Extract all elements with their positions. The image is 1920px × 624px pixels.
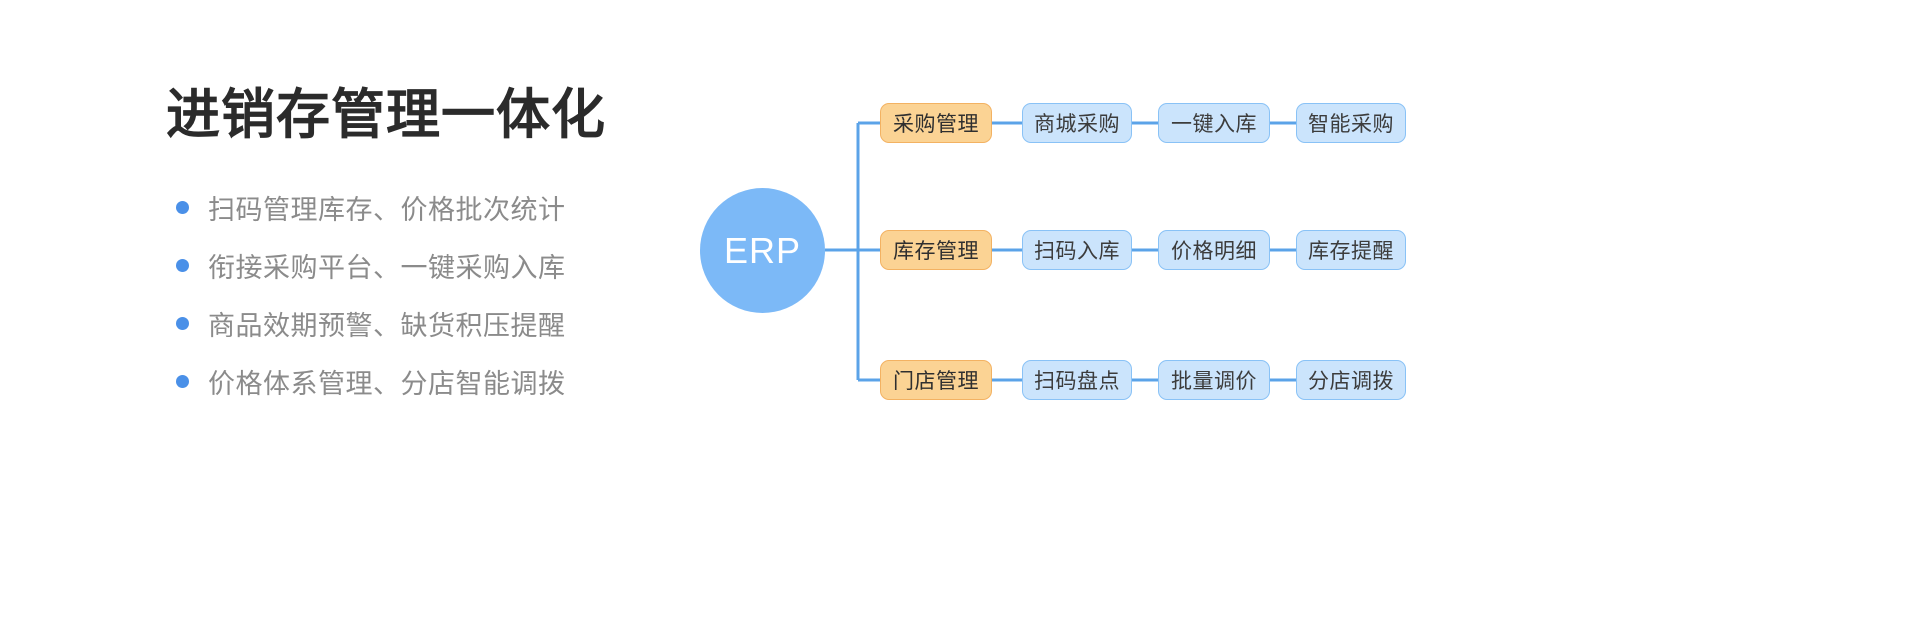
feature-text: 商品效期预警、缺货积压提醒: [208, 310, 566, 341]
leaf-node-one-click-stock-in[interactable]: 一键入库: [1158, 103, 1270, 143]
branch-node-store[interactable]: 门店管理: [880, 360, 992, 400]
list-item: 扫码管理库存、价格批次统计: [176, 178, 736, 236]
bullet-icon: [176, 200, 189, 214]
feature-text: 扫码管理库存、价格批次统计: [208, 194, 566, 225]
bullet-icon: [176, 258, 189, 272]
leaf-node-bulk-price-change[interactable]: 批量调价: [1158, 360, 1270, 400]
leaf-node-mall-purchase[interactable]: 商城采购: [1022, 103, 1132, 143]
feature-text: 价格体系管理、分店智能调拨: [208, 368, 566, 399]
list-item: 商品效期预警、缺货积压提醒: [176, 294, 736, 352]
leaf-node-branch-transfer[interactable]: 分店调拨: [1296, 360, 1406, 400]
feature-list: 扫码管理库存、价格批次统计 衔接采购平台、一键采购入库 商品效期预警、缺货积压提…: [176, 178, 736, 410]
branch-node-purchasing[interactable]: 采购管理: [880, 103, 992, 143]
bullet-icon: [176, 374, 189, 388]
leaf-node-smart-purchase[interactable]: 智能采购: [1296, 103, 1406, 143]
leaf-node-scan-stock-in[interactable]: 扫码入库: [1022, 230, 1132, 270]
leaf-node-scan-stocktake[interactable]: 扫码盘点: [1022, 360, 1132, 400]
connector-lines: [825, 121, 1298, 382]
bullet-icon: [176, 316, 189, 330]
leaf-node-price-detail[interactable]: 价格明细: [1158, 230, 1270, 270]
list-item: 价格体系管理、分店智能调拨: [176, 352, 736, 410]
list-item: 衔接采购平台、一键采购入库: [176, 236, 736, 294]
branch-node-inventory[interactable]: 库存管理: [880, 230, 992, 270]
erp-mindmap: ERP 采购管理 商城采购 一键入库 智能采购 库存管理 扫码入库 价格明细 库…: [690, 0, 1920, 624]
left-content-panel: 进销存管理一体化 扫码管理库存、价格批次统计 衔接采购平台、一键采购入库 商品效…: [0, 0, 780, 624]
page-title: 进销存管理一体化: [166, 85, 606, 145]
feature-text: 衔接采购平台、一键采购入库: [208, 252, 566, 283]
leaf-node-stock-alert[interactable]: 库存提醒: [1296, 230, 1406, 270]
root-node-erp[interactable]: ERP: [700, 188, 825, 313]
